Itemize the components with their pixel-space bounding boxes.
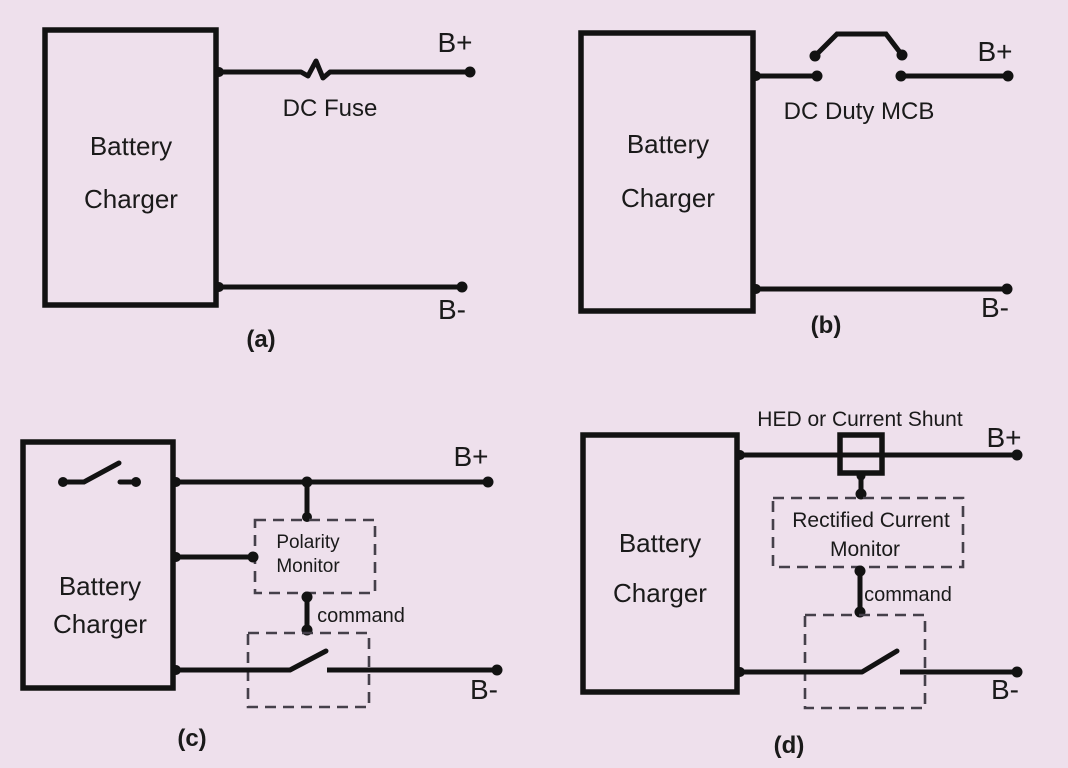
mcb-breaker-symbol [812, 31, 905, 59]
b-minus-terminal-dot [491, 664, 503, 676]
junction-dot [214, 282, 224, 292]
battery-charger-label-line2: Charger [613, 578, 707, 608]
contactor-switch-blade [859, 648, 900, 675]
b-minus-label: B- [470, 674, 498, 705]
b-plus-wire-with-fuse-symbol [216, 58, 470, 81]
dc-fuse-label: DC Fuse [283, 95, 378, 122]
caption-c: (c) [177, 725, 206, 752]
sense-wire-dot [247, 551, 259, 563]
junction-dot [171, 477, 181, 487]
junction-dot [751, 71, 761, 81]
diagram-c: Battery Charger Polarity Monitor command [20, 439, 503, 752]
b-minus-label: B- [438, 294, 466, 325]
mcb-arm-dot [809, 50, 821, 62]
b-plus-label: B+ [977, 36, 1012, 67]
internal-switch-blade [60, 460, 122, 485]
battery-charger-box [580, 432, 740, 695]
b-plus-terminal-dot [1011, 449, 1023, 461]
junction-dot [171, 665, 181, 675]
diagram-b: Battery Charger DC Duty MCB B+ B- (b) [578, 30, 1014, 339]
command-label: command [864, 584, 952, 606]
mcb-arm-dot [896, 49, 908, 61]
battery-charger-label-line1: Battery [59, 571, 141, 601]
junction-dot [171, 552, 181, 562]
battery-charger-box [20, 439, 176, 691]
junction-dot [751, 284, 761, 294]
command-dot [301, 591, 313, 603]
diagram-a: Battery Charger DC Fuse B+ B- (a) [42, 27, 476, 353]
polarity-monitor-label-line2: Monitor [276, 556, 340, 577]
caption-d: (d) [774, 732, 805, 759]
rectified-current-monitor-label-line1: Rectified Current [792, 509, 950, 532]
battery-charger-label-line1: Battery [90, 131, 172, 161]
b-plus-terminal-dot [482, 476, 494, 488]
rectified-current-monitor-label-line2: Monitor [830, 538, 900, 561]
sense-dot [856, 471, 866, 481]
battery-charger-label-line2: Charger [621, 183, 715, 213]
b-minus-label: B- [981, 292, 1009, 323]
junction-dot [735, 450, 745, 460]
battery-charger-box [42, 27, 219, 308]
mcb-contact-dot [895, 70, 907, 82]
dc-duty-mcb-label: DC Duty MCB [784, 98, 935, 125]
diagram-d: Battery Charger HED or Current Shunt Rec… [580, 408, 1023, 759]
polarity-monitor-label-line1: Polarity [276, 532, 340, 553]
rectified-current-monitor-dashed-box [771, 496, 965, 569]
contactor-dashed-box [803, 613, 927, 710]
junction-dot [735, 667, 745, 677]
command-dot [854, 565, 866, 577]
switch-contact-dot [131, 477, 141, 487]
junction-dot [214, 67, 224, 77]
b-plus-label: B+ [453, 441, 488, 472]
b-minus-terminal-dot [1001, 283, 1013, 295]
b-plus-terminal-dot [464, 66, 476, 78]
mcb-contact-dot [811, 70, 823, 82]
hed-current-shunt-label: HED or Current Shunt [757, 408, 963, 431]
b-minus-terminal-dot [1011, 666, 1023, 678]
caption-b: (b) [811, 312, 842, 339]
battery-charger-label-line1: Battery [627, 129, 709, 159]
battery-charger-box [578, 30, 756, 314]
b-minus-terminal-dot [456, 281, 468, 293]
battery-charger-label-line2: Charger [84, 184, 178, 214]
battery-charger-label-line1: Battery [619, 528, 701, 558]
b-minus-label: B- [991, 674, 1019, 705]
command-label: command [317, 605, 405, 627]
b-plus-label: B+ [986, 422, 1021, 453]
contactor-switch-blade [287, 648, 329, 673]
b-plus-terminal-dot [1002, 70, 1014, 82]
b-plus-label: B+ [437, 27, 472, 58]
battery-charger-label-line2: Charger [53, 609, 147, 639]
caption-a: (a) [246, 326, 275, 353]
